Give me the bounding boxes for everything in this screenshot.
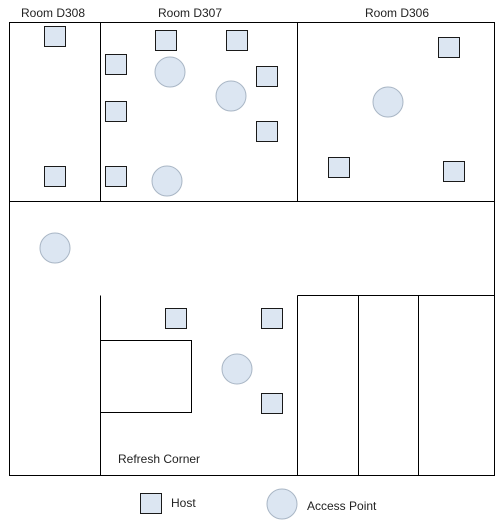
host-icon — [155, 30, 177, 51]
access-point-icon — [39, 232, 71, 264]
legend-host-icon — [140, 493, 162, 514]
host-icon — [165, 308, 187, 329]
access-points — [39, 56, 404, 385]
host-icon — [261, 393, 283, 414]
access-point-icon — [151, 165, 183, 197]
host-icon — [44, 166, 66, 187]
host-icon — [328, 157, 350, 178]
host-icon — [443, 161, 465, 182]
host-icon — [105, 54, 127, 75]
room-d307-label: Room D307 — [158, 6, 223, 20]
room-d306-label: Room D306 — [365, 6, 430, 20]
host-icon — [261, 308, 283, 329]
host-icon — [256, 66, 278, 87]
legend-access-point-icon — [266, 488, 298, 520]
legend-access-point-label: Access Point — [307, 499, 377, 513]
building-outline — [9, 22, 495, 476]
hosts — [44, 26, 465, 414]
room-d308-label: Room D308 — [21, 6, 86, 20]
host-icon — [438, 37, 460, 58]
walls — [9, 22, 495, 476]
host-icon — [44, 26, 66, 47]
access-point-icon — [372, 86, 404, 118]
host-icon — [105, 101, 127, 122]
access-point-icon — [221, 353, 253, 385]
refresh-corner-label: Refresh Corner — [118, 452, 201, 466]
legend-host-label: Host — [171, 496, 196, 510]
host-icon — [226, 30, 248, 51]
refresh-corner-table — [100, 340, 192, 413]
host-icon — [105, 166, 127, 187]
access-point-icon — [154, 56, 186, 88]
host-icon — [256, 121, 278, 142]
access-point-icon — [215, 80, 247, 112]
